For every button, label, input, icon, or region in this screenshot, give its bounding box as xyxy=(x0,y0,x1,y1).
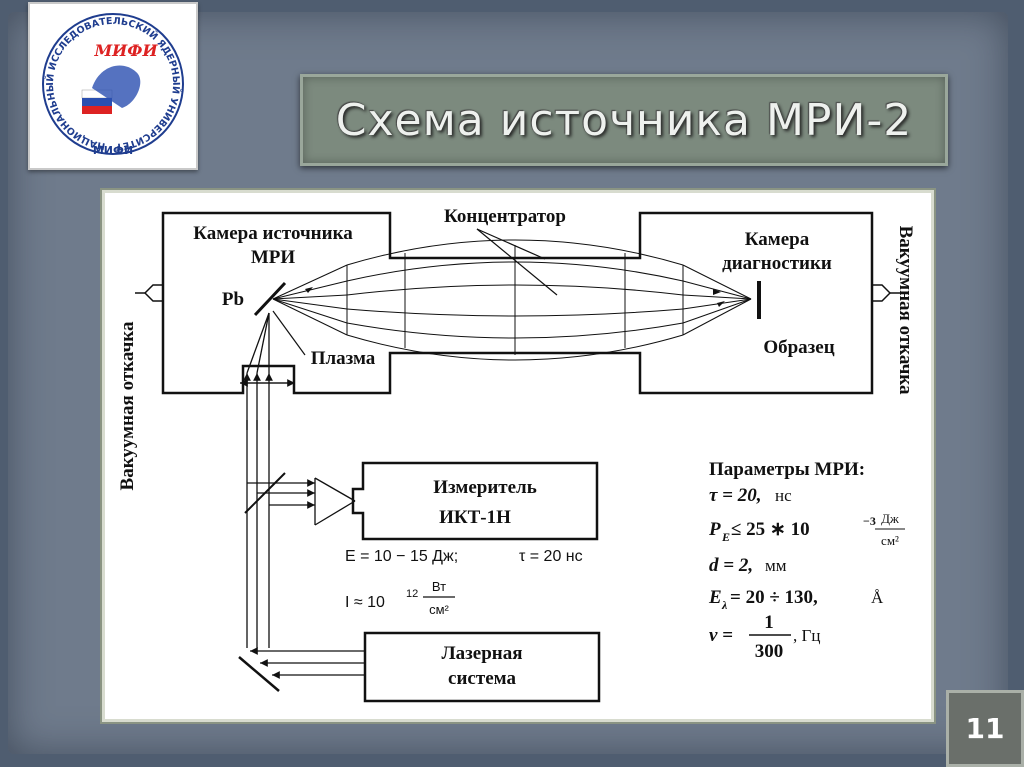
slide-number-text: 11 xyxy=(965,712,1005,745)
svg-text:Å: Å xyxy=(871,588,884,607)
param-pe: P xyxy=(708,519,721,540)
svg-text:мм: мм xyxy=(765,556,787,575)
university-logo: НАЦИОНАЛЬНЫЙ ИССЛЕДОВАТЕЛЬСКИЙ ЯДЕРНЫЙ У… xyxy=(28,2,198,170)
beam-arrows xyxy=(305,287,725,307)
pb-target xyxy=(253,281,287,317)
diagram-frame: Вакуумная откачка Вакуумная откачка Каме… xyxy=(102,190,934,722)
laser-box xyxy=(363,631,601,703)
energy-label: E = 10 − 15 Дж; xyxy=(345,548,458,565)
svg-text:≤ 25 ∗ 10: ≤ 25 ∗ 10 xyxy=(731,519,810,540)
param-el: E xyxy=(708,587,722,608)
title-box: Схема источника МРИ-2 xyxy=(300,74,948,166)
svg-text:см²: см² xyxy=(429,602,449,617)
meter-box xyxy=(351,461,599,541)
plasma-label: Плазма xyxy=(311,348,376,369)
pb-label: Pb xyxy=(222,289,244,310)
svg-text:см²: см² xyxy=(881,533,899,548)
svg-text:300: 300 xyxy=(755,641,784,662)
diag-chamber-label-2: диагностики xyxy=(722,253,832,274)
source-chamber-label-1: Камера источника xyxy=(193,223,353,244)
mri-source-diagram: Вакуумная откачка Вакуумная откачка Каме… xyxy=(117,206,916,703)
slide-number: 11 xyxy=(946,690,1024,767)
logo-bottom-text: МИФИ xyxy=(93,144,133,157)
vacuum-left-label: Вакуумная откачка xyxy=(117,321,138,490)
svg-text:Вт: Вт xyxy=(432,579,446,594)
concentrator-label: Концентратор xyxy=(444,206,566,227)
param-nu: ν = xyxy=(709,625,733,646)
source-chamber-label-2: МРИ xyxy=(251,247,296,268)
chamber-outline xyxy=(161,211,874,395)
params-heading: Параметры МРИ: xyxy=(709,459,865,480)
parameters-block: Параметры МРИ: τ = 20, нс P E ≤ 25 ∗ 10 … xyxy=(708,459,905,662)
param-d: d = 2, xyxy=(709,555,753,576)
svg-text:Дж: Дж xyxy=(881,511,900,526)
tau-meter-label: τ = 20 нс xyxy=(519,548,583,565)
laser-label-1: Лазерная xyxy=(441,643,522,664)
svg-text:−3: −3 xyxy=(863,514,876,528)
svg-text:λ: λ xyxy=(721,598,728,612)
svg-text:нс: нс xyxy=(775,486,792,505)
diag-chamber-label-1: Камера xyxy=(745,229,810,250)
svg-text:1: 1 xyxy=(764,612,774,633)
sample-label: Образец xyxy=(763,337,834,358)
svg-text:= 20 ÷ 130,: = 20 ÷ 130, xyxy=(730,587,818,608)
svg-text:I ≈ 10: I ≈ 10 xyxy=(345,594,385,611)
meter-label-2: ИКТ-1Н xyxy=(439,507,511,528)
laser-label-2: система xyxy=(448,668,516,689)
meter-label-1: Измеритель xyxy=(433,477,537,498)
xray-beam xyxy=(272,239,752,361)
pump-right-icon xyxy=(872,284,900,302)
logo-mark: МИФИ xyxy=(93,41,158,60)
svg-text:, Гц: , Гц xyxy=(793,626,820,645)
intensity-formula: I ≈ 10 12 Вт см² xyxy=(345,579,455,617)
svg-text:E: E xyxy=(721,530,730,544)
laser-paths xyxy=(238,312,365,692)
page-title: Схема источника МРИ-2 xyxy=(335,94,913,146)
param-tau: τ = 20, xyxy=(709,485,762,506)
vacuum-right-label: Вакуумная откачка xyxy=(895,226,916,395)
svg-text:12: 12 xyxy=(406,588,418,600)
pump-left-icon xyxy=(135,284,163,302)
